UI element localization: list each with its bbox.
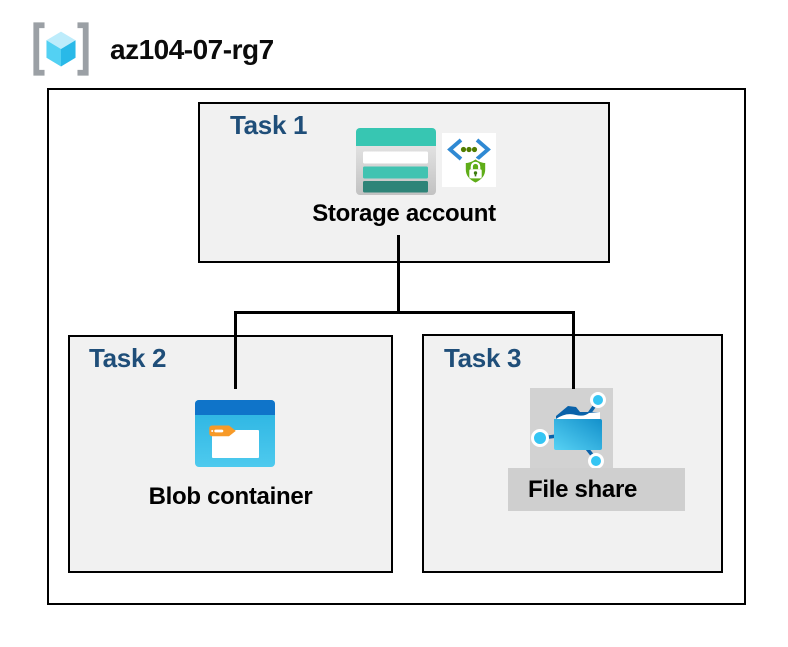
resource-group-boundary: Task 1: [47, 88, 746, 605]
task1-box: Task 1: [198, 102, 610, 263]
connector-horizontal: [234, 311, 575, 314]
blob-container-icon: [195, 400, 275, 467]
task2-label: Task 2: [89, 343, 167, 373]
file-share-icon: [530, 388, 613, 469]
blob-container-label: Blob container: [148, 483, 313, 510]
task2-box: Task 2 Blob container: [68, 335, 393, 573]
file-share-label-band: File share: [508, 468, 685, 511]
file-share-label: File share: [528, 476, 638, 503]
storage-account-icon: [356, 128, 436, 195]
task3-label: Task 3: [444, 343, 522, 373]
connector-to-file-share: [572, 311, 575, 389]
connector-storage-trunk: [397, 235, 400, 313]
storage-account-label: Storage account: [312, 200, 496, 227]
task1-label: Task 1: [230, 110, 308, 140]
secure-access-icon: [442, 133, 496, 187]
resource-group-name: az104-07-rg7: [110, 34, 274, 65]
connector-to-blob-container: [234, 311, 237, 389]
resource-group-icon: [33, 22, 89, 76]
